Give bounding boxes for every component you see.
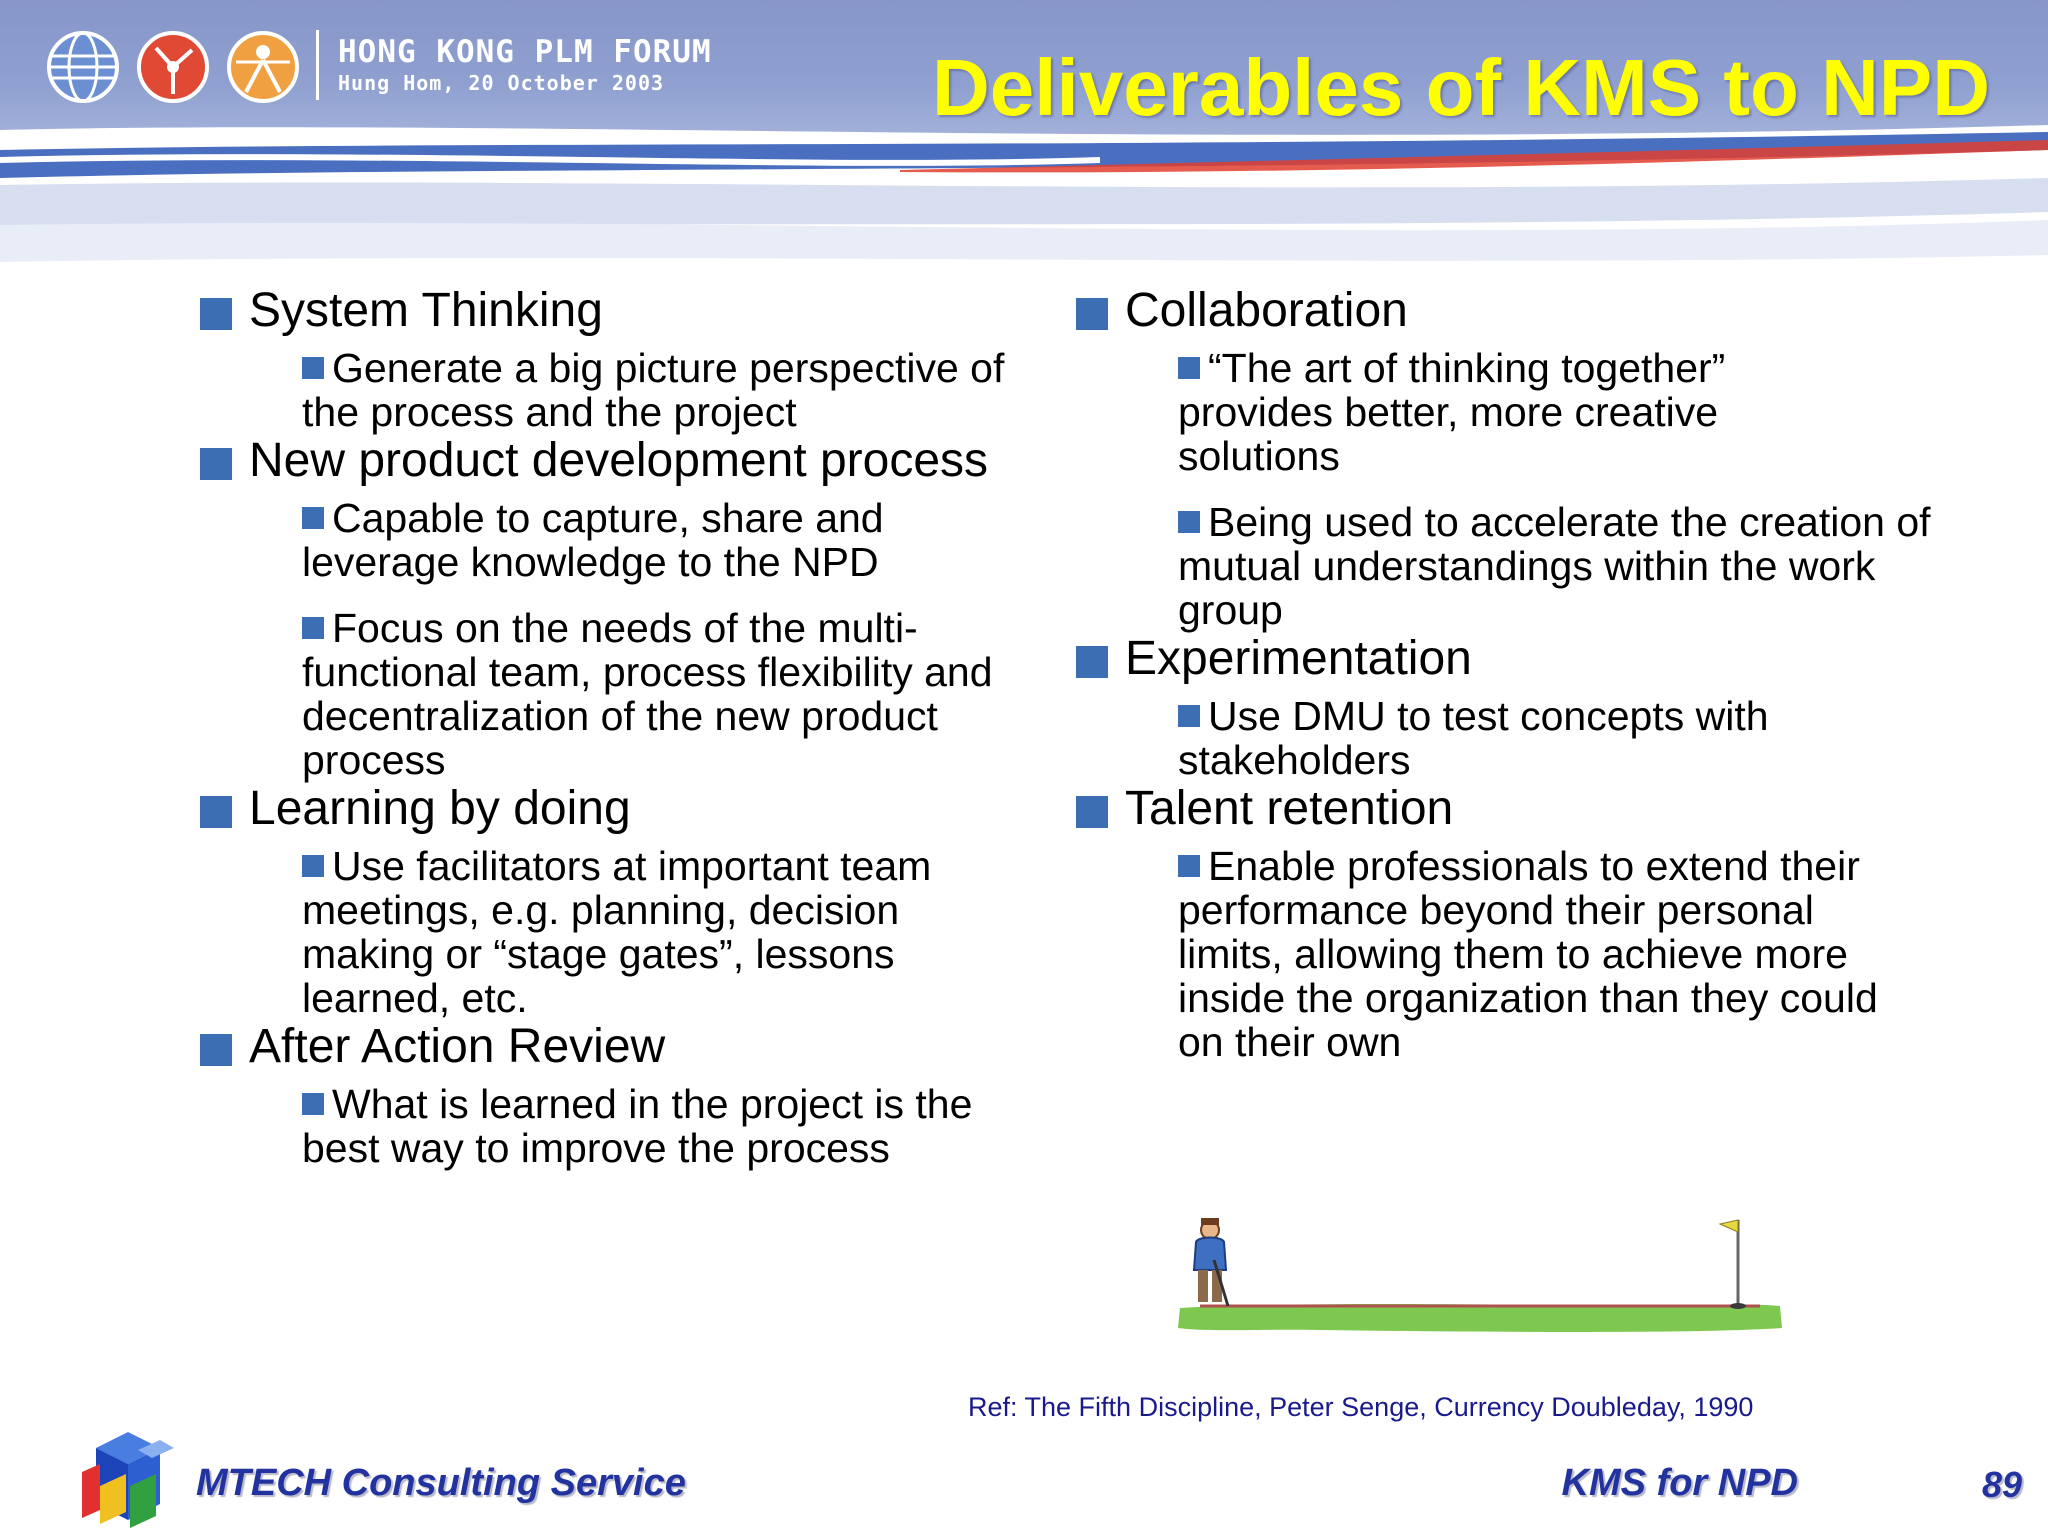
footer-topic: KMS for NPD bbox=[1561, 1462, 1798, 1504]
green-grass-icon bbox=[1178, 1304, 1782, 1332]
bullet-learning-by-doing: Learning by doing Use facilitators at im… bbox=[200, 784, 1020, 1020]
square-bullet-icon bbox=[200, 796, 232, 828]
company-name: MTECH Consulting Service bbox=[196, 1462, 686, 1504]
square-bullet-icon bbox=[1076, 298, 1108, 330]
sub-bullet-text: Enable professionals to extend their per… bbox=[1178, 843, 1878, 1065]
slide-title: Deliverables of KMS to NPD bbox=[931, 43, 1990, 132]
page-number: 89 bbox=[1981, 1464, 2022, 1505]
sub-bullet-text: Generate a big picture perspective of th… bbox=[302, 345, 1005, 435]
bullet-heading: Collaboration bbox=[1076, 286, 1976, 336]
sub-bullet-text: Use DMU to test concepts with stakeholde… bbox=[1178, 693, 1769, 783]
left-column: System Thinking Generate a big picture p… bbox=[200, 286, 1020, 1170]
sub-bullet-text: What is learned in the project is the be… bbox=[302, 1081, 973, 1171]
network-logo-icon bbox=[137, 31, 209, 103]
square-sub-bullet-icon bbox=[302, 357, 324, 379]
sub-bullet-text: Use facilitators at important team meeti… bbox=[302, 843, 932, 1021]
bullet-heading-text: Experimentation bbox=[1125, 632, 1472, 685]
bullet-heading-text: Learning by doing bbox=[249, 782, 631, 835]
sub-bullet: Being used to accelerate the creation of… bbox=[1178, 500, 1976, 632]
bullet-experimentation: Experimentation Use DMU to test concepts… bbox=[1076, 634, 1976, 782]
reference-citation: Ref: The Fifth Discipline, Peter Senge, … bbox=[968, 1392, 1754, 1422]
sub-bullet: Enable professionals to extend their per… bbox=[1178, 844, 1878, 1064]
square-bullet-icon bbox=[1076, 646, 1108, 678]
square-sub-bullet-icon bbox=[302, 1093, 324, 1115]
sub-bullet: Use facilitators at important team meeti… bbox=[302, 844, 1020, 1020]
bullet-heading: Experimentation bbox=[1076, 634, 1976, 684]
sub-bullet: “The art of thinking together” provides … bbox=[1178, 346, 1858, 478]
mtech-cube-logo-icon bbox=[82, 1432, 174, 1528]
sub-bullet-text: Capable to capture, share and leverage k… bbox=[302, 495, 884, 585]
sub-bullet: What is learned in the project is the be… bbox=[302, 1082, 1020, 1170]
sub-bullet: Generate a big picture perspective of th… bbox=[302, 346, 1020, 434]
sub-bullet: Capable to capture, share and leverage k… bbox=[302, 496, 1020, 584]
forum-date: Hung Hom, 20 October 2003 bbox=[338, 71, 665, 95]
bullet-after-action-review: After Action Review What is learned in t… bbox=[200, 1022, 1020, 1170]
bullet-heading-text: Talent retention bbox=[1125, 782, 1454, 835]
sub-bullet: Use DMU to test concepts with stakeholde… bbox=[1178, 694, 1976, 782]
person-logo-icon bbox=[227, 31, 299, 103]
bullet-heading-text: New product development process bbox=[249, 434, 989, 487]
square-sub-bullet-icon bbox=[1178, 855, 1200, 877]
bullet-heading: System Thinking bbox=[200, 286, 1020, 336]
square-bullet-icon bbox=[200, 1034, 232, 1066]
sub-bullet-text: Being used to accelerate the creation of… bbox=[1178, 499, 1931, 633]
bullet-heading: Learning by doing bbox=[200, 784, 1020, 834]
bullet-npd-process: New product development process Capable … bbox=[200, 436, 1020, 782]
bullet-talent-retention: Talent retention Enable professionals to… bbox=[1076, 784, 1976, 1064]
square-sub-bullet-icon bbox=[1178, 511, 1200, 533]
bullet-heading: After Action Review bbox=[200, 1022, 1020, 1072]
square-sub-bullet-icon bbox=[302, 617, 324, 639]
bullet-collaboration: Collaboration “The art of thinking toget… bbox=[1076, 286, 1976, 632]
square-bullet-icon bbox=[200, 448, 232, 480]
globe-logo-icon bbox=[47, 31, 119, 103]
bullet-heading-text: System Thinking bbox=[249, 284, 603, 337]
logo-divider bbox=[316, 30, 319, 100]
sub-bullet-text: “The art of thinking together” provides … bbox=[1178, 345, 1726, 479]
bullet-heading: New product development process bbox=[200, 436, 1020, 486]
square-sub-bullet-icon bbox=[302, 855, 324, 877]
flag-icon bbox=[1718, 1219, 1746, 1309]
header-band bbox=[0, 0, 2048, 140]
bullet-heading-text: After Action Review bbox=[249, 1020, 666, 1073]
golfer-icon bbox=[1192, 1218, 1230, 1307]
golfer-illustration bbox=[1178, 1218, 1782, 1332]
sub-bullet-text: Focus on the needs of the multi-function… bbox=[302, 605, 993, 783]
square-bullet-icon bbox=[200, 298, 232, 330]
sub-bullet: Focus on the needs of the multi-function… bbox=[302, 606, 1020, 782]
square-sub-bullet-icon bbox=[1178, 705, 1200, 727]
square-sub-bullet-icon bbox=[1178, 357, 1200, 379]
bullet-heading-text: Collaboration bbox=[1125, 284, 1408, 337]
bullet-system-thinking: System Thinking Generate a big picture p… bbox=[200, 286, 1020, 434]
square-sub-bullet-icon bbox=[302, 507, 324, 529]
bullet-heading: Talent retention bbox=[1076, 784, 1976, 834]
forum-name: HONG KONG PLM FORUM bbox=[338, 34, 712, 70]
right-column: Collaboration “The art of thinking toget… bbox=[1076, 286, 1976, 1064]
slide-header: HONG KONG PLM FORUM Hung Hom, 20 October… bbox=[0, 0, 2048, 265]
header-swoosh bbox=[0, 125, 2048, 265]
square-bullet-icon bbox=[1076, 796, 1108, 828]
